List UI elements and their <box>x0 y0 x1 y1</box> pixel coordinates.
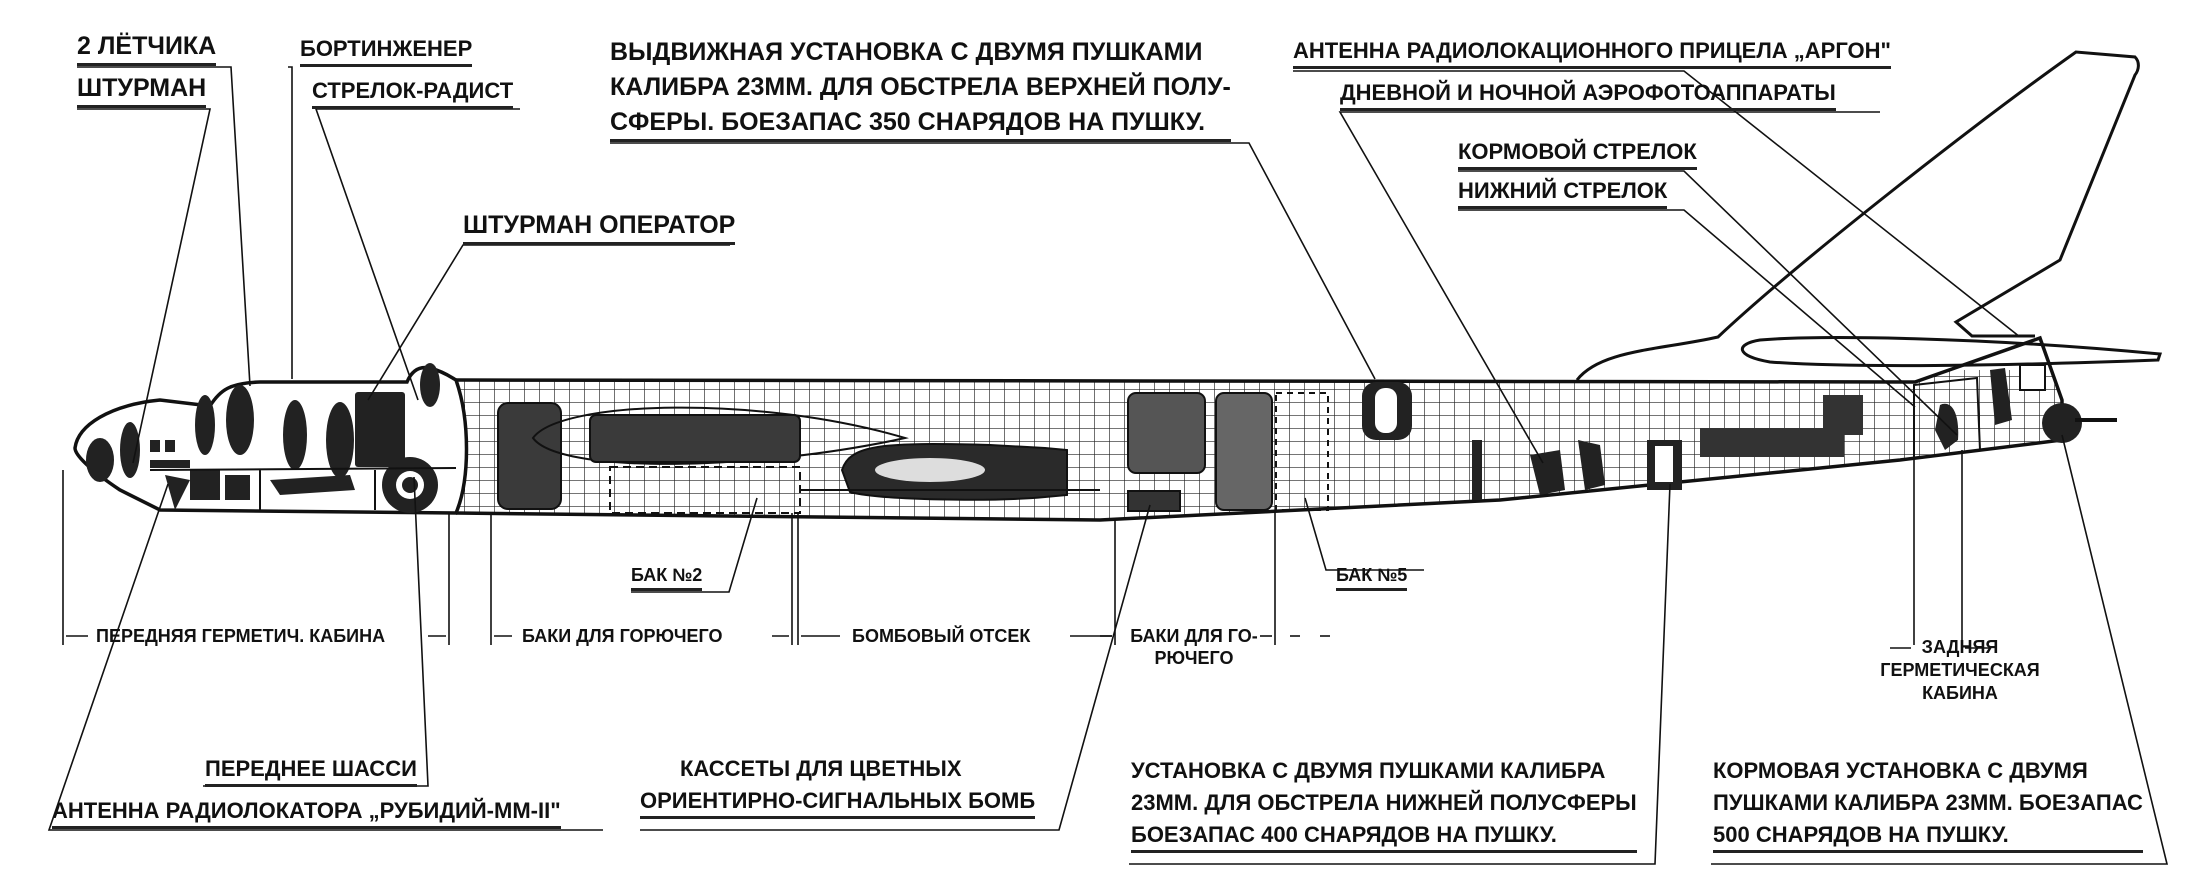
fuel-tank-5 <box>1215 392 1273 511</box>
label-signal-bomb-cassettes: кассеты для цветных ориентирно-сигнальны… <box>640 756 1036 819</box>
section-rear-cabin-line: герметическая <box>1880 660 2040 680</box>
cassettes-line: ориентирно-сигнальных бомб <box>640 788 1036 813</box>
lower-turret-note-line: боезапас 400 снарядов на пушку. <box>1131 822 1557 847</box>
leader-lines <box>47 66 2169 865</box>
label-radio-gunner: стрелок-радист <box>312 80 514 109</box>
label-radar-antenna-rubidiy: антенна радиолокатора „Рубидий-ММ-II" <box>52 800 561 829</box>
upper-turret-note-line: сферы. боезапас 350 снарядов на пушку. <box>610 108 1206 136</box>
section-fuel-tanks-2: баки для го- рючего <box>1124 627 1264 667</box>
front-cabin-crew-equipment <box>86 363 440 513</box>
label-cameras: дневной и ночной аэрофотоаппараты <box>1340 82 1836 111</box>
upper-turret-note: выдвижная установка с двумя пушками кали… <box>610 40 1231 142</box>
label-nose-gear: переднее шасси <box>205 758 417 787</box>
label-tank-2: бак №2 <box>631 566 703 591</box>
tail-gunner-figure <box>1935 368 2012 450</box>
vertical-fin <box>1575 50 2140 381</box>
tail-turret-note-line: 500 снарядов на пушку. <box>1713 822 2009 847</box>
cassettes-line: кассеты для цветных <box>680 756 962 781</box>
front-cabin-floor <box>149 467 457 510</box>
label-navigator: штурман <box>77 76 207 108</box>
section-rear-cabin: задняя герметическая кабина <box>1855 638 2065 702</box>
tail-turret-note-line: кормовая установка с двумя <box>1713 758 2088 783</box>
signal-bomb-cassette <box>1127 490 1181 512</box>
section-fuel-tanks-2-line: рючего <box>1154 648 1234 668</box>
tail-turret-note: кормовая установка с двумя пушками калиб… <box>1713 760 2143 853</box>
lower-turret-window <box>1655 446 1673 482</box>
section-bomb-bay: бомбовый отсек <box>852 626 1031 646</box>
label-lower-gunner: нижний стрелок <box>1458 180 1668 209</box>
label-pilots: 2 лётчика <box>77 34 217 66</box>
tail-equipment <box>1823 395 1863 435</box>
upper-turret-note-line: выдвижная установка с двумя пушками <box>610 38 1203 66</box>
lower-turret-note-line: установка с двумя пушками калибра <box>1131 758 1606 783</box>
bomb-highlight <box>875 458 985 482</box>
label-navigator-operator: штурман оператор <box>463 213 736 245</box>
section-rear-cabin-line: задняя <box>1921 637 1999 657</box>
lower-turret-note: установка с двумя пушками калибра 23мм. … <box>1131 760 1637 853</box>
section-fuel-tanks: баки для горючего <box>522 626 723 646</box>
ammunition-box <box>1700 428 1844 457</box>
section-rear-cabin-line: кабина <box>1922 683 1998 703</box>
camera <box>1472 440 1482 500</box>
tail-turret <box>2042 403 2082 443</box>
section-front-cabin: передняя герметич. кабина <box>96 626 386 646</box>
tank5-dashed-outline <box>1275 392 1329 511</box>
tail-turret-note-line: пушками калибра 23мм. боезапас <box>1713 790 2143 815</box>
lower-gunner-figure <box>1530 440 1605 495</box>
dimension-lines <box>62 450 1990 649</box>
label-radar-sight-argon: антенна радиолокационного прицела „Аргон… <box>1293 40 1891 69</box>
fuel-tank-1 <box>497 402 562 510</box>
label-tank-5: бак №5 <box>1336 566 1408 591</box>
section-fuel-tanks-2-line: баки для го- <box>1130 626 1258 646</box>
fuel-tank-4 <box>1127 392 1206 474</box>
upper-turret-note-line: калибра 23мм. для обстрела верхней полу- <box>610 73 1231 101</box>
upper-turret-window <box>1375 388 1397 433</box>
tail-camera-box <box>2019 364 2046 391</box>
label-tail-gunner: кормовой стрелок <box>1458 141 1697 170</box>
lower-turret-note-line: 23мм. для обстрела нижней полусферы <box>1131 790 1637 815</box>
fuel-tank-2 <box>589 414 801 463</box>
label-flight-engineer: бортинженер <box>300 38 473 67</box>
horizontal-stabilizer <box>1740 336 2163 368</box>
tail-cabin <box>1913 376 1982 460</box>
